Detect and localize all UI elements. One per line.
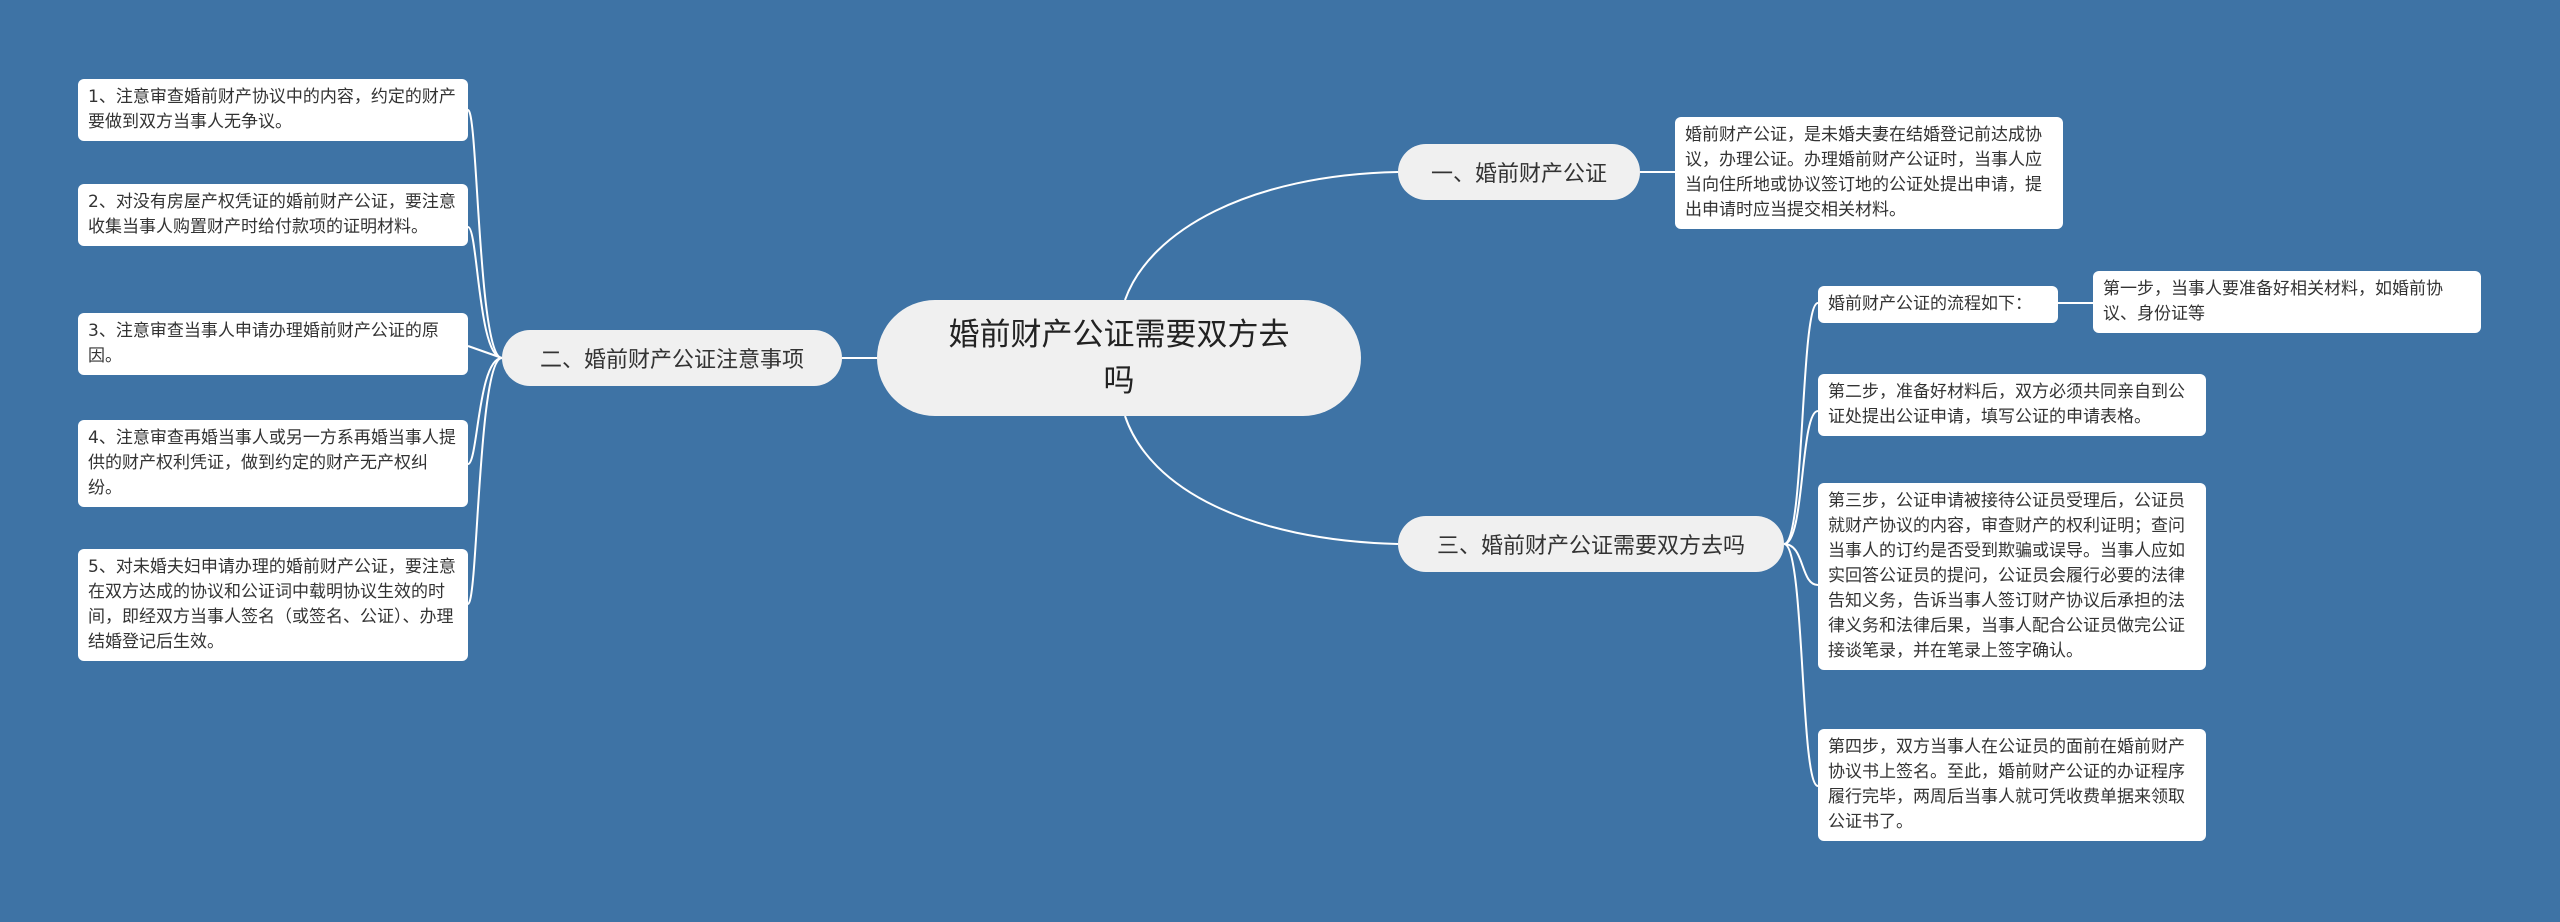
link-branch2-item3 xyxy=(467,345,503,359)
item-text: 2、对没有房屋产权凭证的婚前财产公证，要注意收集当事人购置财产时给付款项的证明材… xyxy=(88,192,456,237)
notes-item-5[interactable]: 5、对未婚夫妇申请办理的婚前财产公证，要注意在双方达成的协议和公证词中载明协议生… xyxy=(78,549,468,661)
flow-step-2[interactable]: 第二步，准备好材料后，双方必须共同亲自到公证处提出公证申请，填写公证的申请表格。 xyxy=(1818,374,2206,436)
step-text: 第三步，公证申请被接待公证员受理后，公证员就财产协议的内容，审查财产的权利证明；… xyxy=(1828,491,2185,661)
link-branch3-step4 xyxy=(1783,543,1819,787)
link-root-branch3 xyxy=(1124,415,1399,545)
link-branch2-item4 xyxy=(467,357,503,465)
link-branch3-step3 xyxy=(1783,543,1819,586)
link-branch3-flow xyxy=(1783,302,1819,545)
flow-label-text: 婚前财产公证的流程如下： xyxy=(1828,294,2032,314)
notes-item-2[interactable]: 2、对没有房屋产权凭证的婚前财产公证，要注意收集当事人购置财产时给付款项的证明材… xyxy=(78,184,468,246)
branch1-detail-note[interactable]: 婚前财产公证，是未婚夫妻在结婚登记前达成协议，办理公证。办理婚前财产公证时，当事… xyxy=(1675,117,2063,229)
link-branch2-item1 xyxy=(467,109,503,359)
step-text: 第一步，当事人要准备好相关材料，如婚前协议、身份证等 xyxy=(2103,279,2443,324)
notes-item-4[interactable]: 4、注意审查再婚当事人或另一方系再婚当事人提供的财产权利凭证，做到约定的财产无产… xyxy=(78,420,468,507)
item-text: 1、注意审查婚前财产协议中的内容，约定的财产要做到双方当事人无争议。 xyxy=(88,87,456,132)
step-text: 第二步，准备好材料后，双方必须共同亲自到公证处提出公证申请，填写公证的申请表格。 xyxy=(1828,382,2185,427)
branch-premarital-notarization[interactable]: 一、婚前财产公证 xyxy=(1398,144,1640,200)
link-branch2-item5 xyxy=(467,357,503,605)
flow-step-4[interactable]: 第四步，双方当事人在公证员的面前在婚前财产协议书上签名。至此，婚前财产公证的办证… xyxy=(1818,729,2206,841)
notes-item-1[interactable]: 1、注意审查婚前财产协议中的内容，约定的财产要做到双方当事人无争议。 xyxy=(78,79,468,141)
flow-label-node[interactable]: 婚前财产公证的流程如下： xyxy=(1818,286,2058,323)
root-topic[interactable]: 婚前财产公证需要双方去吗 xyxy=(877,300,1361,416)
notes-item-3[interactable]: 3、注意审查当事人申请办理婚前财产公证的原因。 xyxy=(78,313,468,375)
branch-label: 二、婚前财产公证注意事项 xyxy=(539,348,804,373)
item-text: 3、注意审查当事人申请办理婚前财产公证的原因。 xyxy=(88,321,439,366)
branch-notes[interactable]: 二、婚前财产公证注意事项 xyxy=(502,330,842,386)
root-topic-text: 婚前财产公证需要双方去吗 xyxy=(948,317,1290,399)
branch-label: 一、婚前财产公证 xyxy=(1430,162,1607,187)
link-branch3-step2 xyxy=(1783,410,1819,545)
link-root-branch1 xyxy=(1124,171,1399,301)
link-branch2-item2 xyxy=(467,226,503,359)
flow-step-1[interactable]: 第一步，当事人要准备好相关材料，如婚前协议、身份证等 xyxy=(2093,271,2481,333)
step-text: 第四步，双方当事人在公证员的面前在婚前财产协议书上签名。至此，婚前财产公证的办证… xyxy=(1828,737,2185,832)
item-text: 5、对未婚夫妇申请办理的婚前财产公证，要注意在双方达成的协议和公证词中载明协议生… xyxy=(88,557,456,652)
item-text: 4、注意审查再婚当事人或另一方系再婚当事人提供的财产权利凭证，做到约定的财产无产… xyxy=(88,428,456,498)
branch-both-parties-required[interactable]: 三、婚前财产公证需要双方去吗 xyxy=(1398,516,1784,572)
flow-step-3[interactable]: 第三步，公证申请被接待公证员受理后，公证员就财产协议的内容，审查财产的权利证明；… xyxy=(1818,483,2206,670)
detail-text: 婚前财产公证，是未婚夫妻在结婚登记前达成协议，办理公证。办理婚前财产公证时，当事… xyxy=(1685,125,2042,220)
branch-label: 三、婚前财产公证需要双方去吗 xyxy=(1436,534,1745,559)
